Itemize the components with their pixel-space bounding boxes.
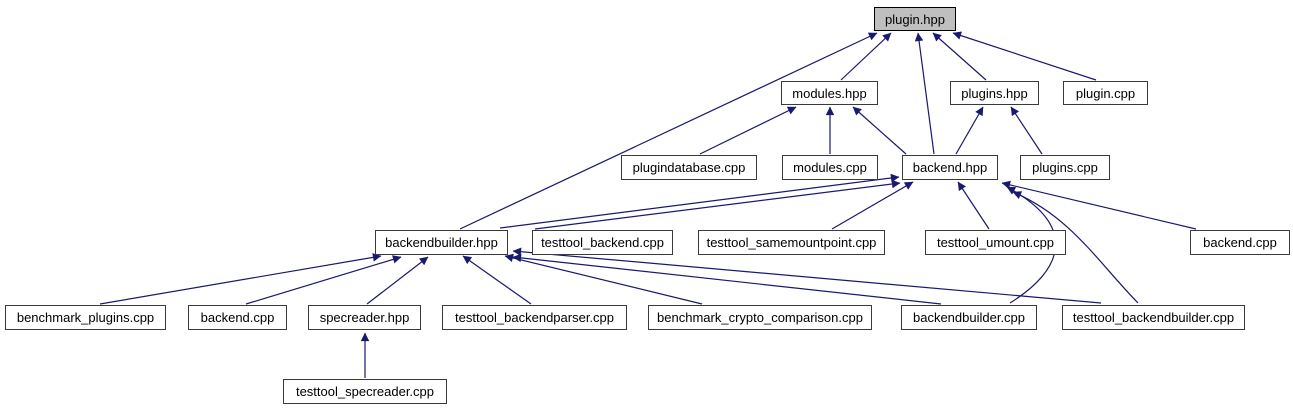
edge-benchmark-crypto-comparison-cpp-to-backendbuilder-hpp (504, 253, 703, 305)
graph-node-testtool-specreader-cpp[interactable]: testtool_specreader.cpp (283, 379, 447, 404)
edge-plugins-cpp-to-plugins-hpp (1010, 106, 1043, 155)
edge-testtool-backendbuilder-cpp-to-backendbuilder-hpp (512, 247, 1102, 304)
edge-backendbuilder-hpp-to-plugin-hpp (459, 32, 878, 230)
edge-modules-hpp-to-plugin-hpp (840, 32, 892, 81)
graph-node-plugin-cpp[interactable]: plugin.cpp (1063, 81, 1148, 105)
edge-backend-hpp-to-modules-hpp (852, 106, 907, 155)
graph-node-testtool-backendbuilder-cpp[interactable]: testtool_backendbuilder.cpp (1062, 305, 1245, 330)
edge-backend-cpp2-to-backendbuilder-hpp (245, 255, 402, 305)
edge-testtool-samemountpoint-cpp-to-backend-hpp (831, 181, 914, 230)
edge-backendbuilder-hpp-to-backend-hpp (499, 173, 900, 229)
edge-backendbuilder-cpp-to-backendbuilder-hpp (512, 253, 942, 305)
graph-node-backendbuilder-hpp[interactable]: backendbuilder.hpp (375, 230, 508, 255)
edge-backend-hpp-to-plugins-hpp (955, 106, 984, 155)
edge-backend-hpp-to-plugin-hpp (914, 32, 935, 155)
edge-benchmark-plugins-cpp-to-backendbuilder-hpp (99, 253, 382, 305)
graph-node-testtool-backendparser-cpp[interactable]: testtool_backendparser.cpp (442, 305, 627, 330)
graph-node-backend-cpp[interactable]: backend.cpp (1190, 230, 1290, 255)
edge-testtool-backendbuilder-cpp-to-backend-hpp (1012, 191, 1139, 304)
graph-node-backend-hpp[interactable]: backend.hpp (902, 155, 998, 180)
graph-node-backend-cpp-2[interactable]: backend.cpp (188, 305, 287, 330)
edge-plugins-hpp-to-plugin-hpp (932, 32, 987, 81)
edge-specreader-hpp-to-backendbuilder-hpp (366, 256, 429, 305)
graph-node-plugins-hpp[interactable]: plugins.hpp (950, 81, 1039, 105)
edge-plugin-cpp-to-plugin-hpp (952, 31, 1097, 81)
edge-backend-cpp-to-backend-hpp (1001, 180, 1197, 230)
edge-testtool-backendparser-cpp-to-backendbuilder-hpp (462, 255, 532, 305)
graph-node-benchmark-plugins-cpp[interactable]: benchmark_plugins.cpp (5, 305, 166, 330)
graph-node-plugin-hpp: plugin.hpp (874, 7, 956, 31)
graph-node-testtool-samemountpoint-cpp[interactable]: testtool_samemountpoint.cpp (698, 230, 885, 255)
graph-node-modules-cpp[interactable]: modules.cpp (782, 155, 878, 180)
edge-testtool-umount-cpp-to-backend-hpp (957, 181, 990, 230)
edge-testtool-backend-cpp-to-backend-hpp (534, 179, 901, 230)
graph-node-plugindatabase-cpp[interactable]: plugindatabase.cpp (621, 155, 757, 180)
graph-node-testtool-umount-cpp[interactable]: testtool_umount.cpp (925, 230, 1066, 255)
graph-node-benchmark-crypto-comparison-cpp[interactable]: benchmark_crypto_comparison.cpp (648, 305, 872, 330)
graph-node-plugins-cpp[interactable]: plugins.cpp (1020, 155, 1110, 180)
graph-node-modules-hpp[interactable]: modules.hpp (781, 81, 878, 105)
graph-node-specreader-hpp[interactable]: specreader.hpp (308, 305, 421, 330)
graph-node-backendbuilder-cpp[interactable]: backendbuilder.cpp (901, 305, 1037, 330)
edge-plugindatabase-cpp-to-modules-hpp (699, 106, 797, 155)
graph-node-testtool-backend-cpp[interactable]: testtool_backend.cpp (532, 230, 673, 255)
